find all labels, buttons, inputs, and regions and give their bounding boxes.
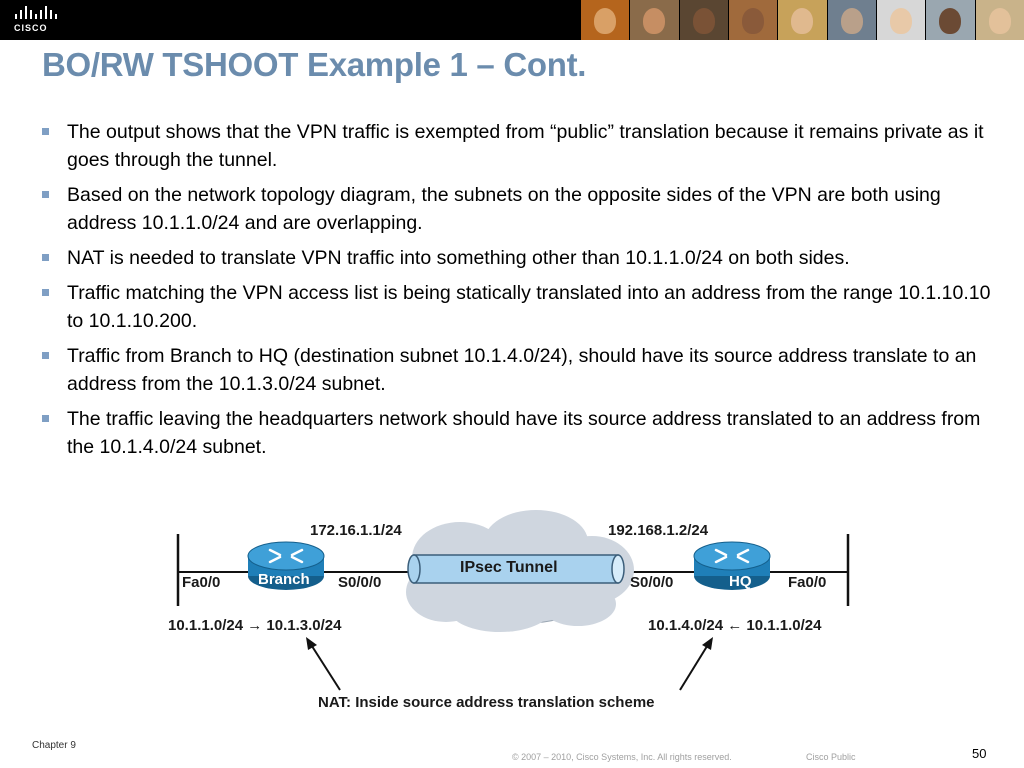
square-bullet-icon [42, 352, 49, 359]
bullet-text: The traffic leaving the headquarters net… [67, 408, 981, 458]
hq-router-icon [693, 541, 771, 590]
cisco-bars-icon [15, 6, 57, 19]
copyright-notice: © 2007 – 2010, Cisco Systems, Inc. All r… [512, 752, 732, 762]
hq-public-ip: 192.168.1.2/24 [608, 522, 709, 539]
hq-wan-interface: S0/0/0 [630, 574, 674, 591]
header-photo [925, 0, 975, 40]
bullet-text: Based on the network topology diagram, t… [67, 184, 941, 234]
bullet-text: Traffic from Branch to HQ (destination s… [67, 345, 977, 395]
logo-wordmark: CISCO [14, 23, 48, 33]
nat-caption: NAT: Inside source address translation s… [318, 694, 655, 711]
branch-wan-interface: S0/0/0 [338, 574, 382, 591]
portrait-icon [692, 8, 715, 34]
header-photo [974, 0, 1024, 40]
portrait-icon [840, 8, 863, 34]
classification-label: Cisco Public [806, 752, 856, 762]
cisco-logo: CISCO [12, 6, 62, 34]
ipsec-tunnel-pipe [407, 554, 625, 584]
page-title: BO/RW TSHOOT Example 1 – Cont. [42, 46, 587, 83]
bullet-item: Traffic matching the VPN access list is … [42, 279, 992, 335]
square-bullet-icon [42, 289, 49, 296]
square-bullet-icon [42, 254, 49, 261]
header-bar: CISCO [0, 0, 1024, 40]
portrait-icon [791, 8, 814, 34]
header-photo [727, 0, 778, 40]
hq-lan-interface: Fa0/0 [788, 574, 827, 591]
page-number: 50 [972, 746, 987, 761]
hq-nat-mapping: 10.1.4.0/24 ← 10.1.1.0/24 [648, 617, 822, 634]
square-bullet-icon [42, 415, 49, 422]
tunnel-label: IPsec Tunnel [460, 559, 558, 576]
square-bullet-icon [42, 191, 49, 198]
branch-nat-mapping: 10.1.1.0/24 → 10.1.3.0/24 [168, 617, 342, 634]
square-bullet-icon [42, 128, 49, 135]
bullet-text: NAT is needed to translate VPN traffic i… [67, 247, 850, 269]
bullet-item: The traffic leaving the headquarters net… [42, 405, 992, 461]
bullet-item: Based on the network topology diagram, t… [42, 181, 992, 237]
nat-pointer-arrows [306, 637, 713, 691]
bullet-text: Traffic matching the VPN access list is … [67, 282, 991, 332]
bullet-text: The output shows that the VPN traffic is… [67, 121, 984, 171]
branch-public-ip: 172.16.1.1/24 [310, 522, 402, 539]
header-photo-strip [580, 0, 1024, 40]
portrait-icon [742, 8, 765, 34]
diagram-graphics [176, 510, 850, 691]
header-photo [629, 0, 679, 40]
portrait-icon [939, 8, 962, 34]
header-photo [777, 0, 827, 40]
portrait-icon [594, 8, 617, 34]
hq-router-label: HQ [729, 573, 752, 590]
header-photo [826, 0, 876, 40]
bullet-list: The output shows that the VPN traffic is… [42, 118, 992, 468]
portrait-icon [890, 8, 913, 34]
header-photo [678, 0, 728, 40]
branch-router-label: Branch [258, 571, 310, 588]
bullet-item: The output shows that the VPN traffic is… [42, 118, 992, 174]
portrait-icon [988, 8, 1011, 34]
branch-lan-interface: Fa0/0 [182, 574, 221, 591]
chapter-label: Chapter 9 [32, 740, 76, 751]
header-photo [580, 0, 630, 40]
branch-router-icon [247, 541, 325, 590]
header-photo [875, 0, 926, 40]
bullet-item: NAT is needed to translate VPN traffic i… [42, 244, 992, 272]
bullet-item: Traffic from Branch to HQ (destination s… [42, 342, 992, 398]
portrait-icon [643, 8, 666, 34]
network-topology-diagram: 172.16.1.1/24 192.168.1.2/24 Fa0/0 S0/0/… [160, 500, 860, 720]
